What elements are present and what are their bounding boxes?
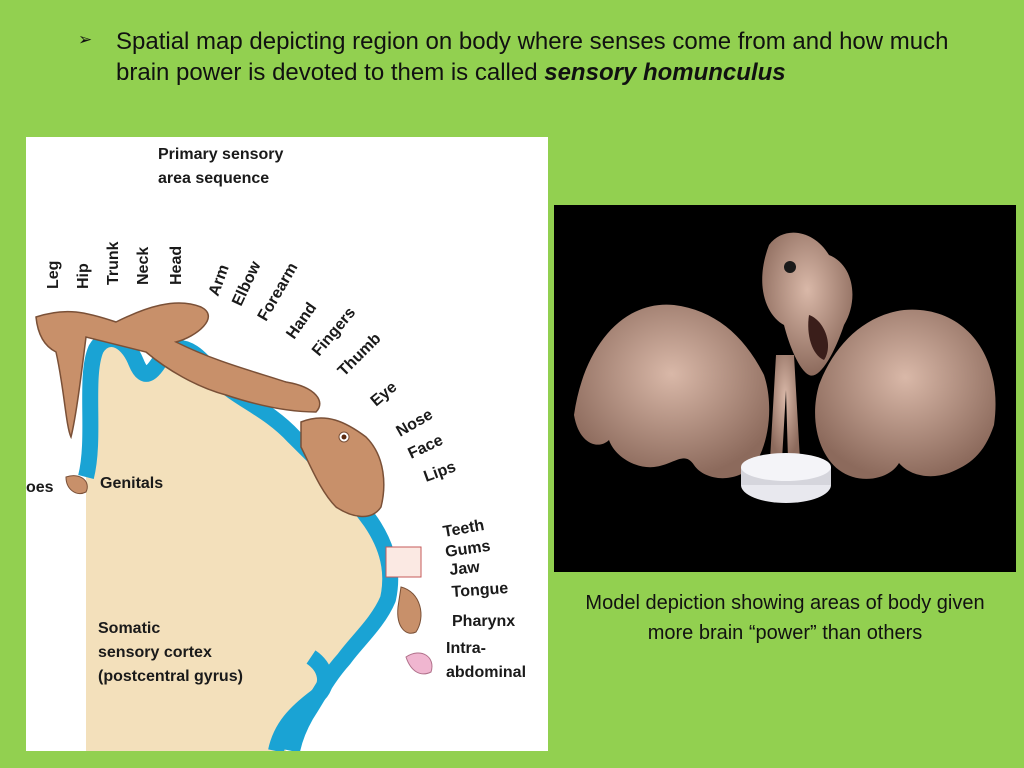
homunculus-model-svg (574, 232, 996, 503)
label-arm: Arm (206, 262, 233, 298)
label-pharynx: Pharynx (452, 613, 515, 630)
cortex-label-line3: (postcentral gyrus) (98, 668, 243, 685)
cortex-label-line2: sensory cortex (98, 644, 212, 661)
model-stand-top (741, 453, 831, 481)
cortex-fold (268, 650, 333, 751)
bullet-text-plain: Spatial map depicting region on body whe… (116, 28, 949, 86)
label-head: Head (168, 246, 185, 285)
model-eye (784, 261, 796, 273)
homunculus-diagram-svg: Primary sensory area sequence Leg Hip Tr… (26, 146, 526, 751)
label-genitals: Genitals (100, 475, 163, 492)
arrow-bullet-icon: ➢ (78, 30, 93, 50)
tongue-drawing (397, 586, 422, 634)
label-lips: Lips (422, 459, 459, 486)
model-body (770, 355, 800, 460)
homunculus-pupil (341, 434, 347, 440)
label-intra: Intra- (446, 640, 486, 657)
label-trunk: Trunk (105, 241, 122, 285)
label-eye: Eye (368, 379, 401, 410)
label-hip: Hip (75, 263, 92, 289)
label-teeth: Teeth (442, 517, 486, 541)
label-thumb: Thumb (335, 330, 385, 380)
photo-caption: Model depiction showing areas of body gi… (585, 592, 985, 644)
label-neck: Neck (135, 247, 152, 285)
homunculus-body (35, 302, 321, 440)
cortex-fill (86, 338, 393, 751)
label-gums: Gums (444, 538, 491, 561)
label-jaw: Jaw (449, 559, 481, 579)
figure-title-line2: area sequence (158, 170, 269, 187)
label-hand: Hand (283, 300, 320, 343)
bullet-text-emphasis: sensory homunculus (544, 59, 786, 86)
teeth-drawing (385, 546, 422, 578)
left-hand (574, 304, 770, 479)
bullet-text: Spatial map depicting region on body whe… (116, 26, 976, 88)
right-hand (815, 309, 996, 479)
label-face: Face (406, 432, 446, 463)
cortex-label-line1: Somatic (98, 620, 160, 637)
model-mouth (808, 315, 829, 360)
toes-drawing (65, 475, 88, 494)
label-abdominal: abdominal (446, 664, 526, 681)
figure-title-line1: Primary sensory (158, 146, 284, 163)
homunculus-face (300, 417, 385, 518)
label-toes: oes (26, 479, 54, 496)
intestine-drawing (405, 652, 433, 675)
homunculus-diagram: Primary sensory area sequence Leg Hip Tr… (26, 137, 548, 751)
label-tongue: Tongue (451, 580, 509, 601)
homunculus-model-photo (554, 205, 1016, 572)
label-leg: Leg (45, 261, 62, 289)
label-elbow: Elbow (229, 258, 265, 308)
